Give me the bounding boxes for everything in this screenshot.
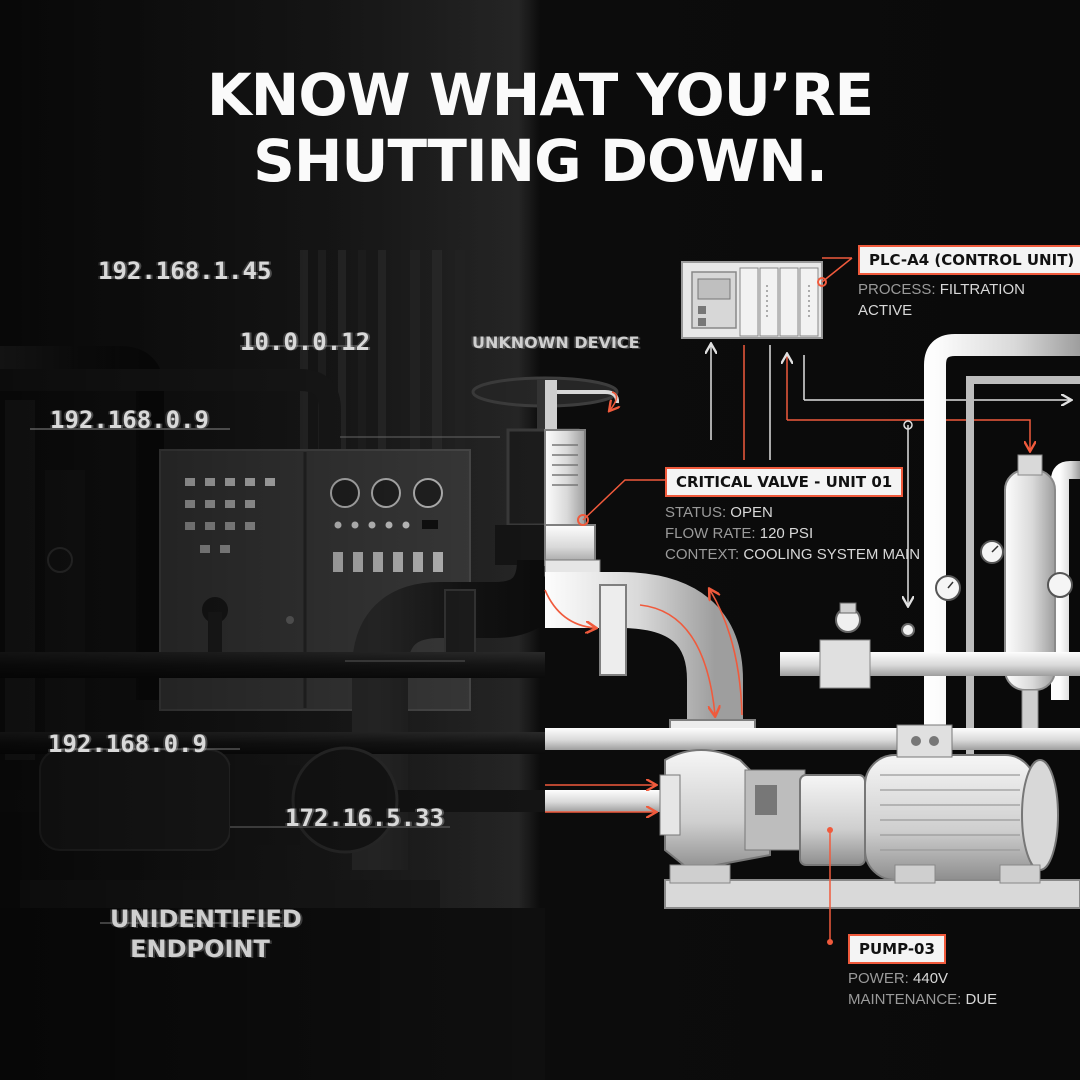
glitch-effect bbox=[30, 345, 500, 924]
valve-icon bbox=[544, 380, 620, 577]
context-key: CONTEXT: bbox=[665, 546, 740, 563]
valve-info: STATUS: OPEN FLOW RATE: 120 PSI CONTEXT:… bbox=[665, 502, 920, 565]
plc-tag: PLC-A4 (CONTROL UNIT) bbox=[858, 245, 1080, 275]
unidentified-line-1: UNIDENTIFIED bbox=[110, 905, 302, 933]
pump-icon bbox=[659, 724, 1080, 909]
maintenance-key: MAINTENANCE: bbox=[848, 991, 962, 1008]
headline: KNOW WHAT YOU’RE SHUTTING DOWN. bbox=[0, 62, 1080, 194]
unidentified-endpoint-label: UNIDENTIFIED ENDPOINT bbox=[110, 904, 302, 964]
light-machinery bbox=[544, 257, 1080, 945]
process-value: FILTRATION bbox=[939, 281, 1025, 298]
process-value-2: ACTIVE bbox=[858, 302, 913, 319]
status-key: STATUS: bbox=[665, 504, 727, 521]
ip-label: 192.168.0.9 bbox=[50, 406, 209, 434]
ip-label: 192.168.0.9 bbox=[48, 730, 207, 758]
pump-info: POWER: 440V MAINTENANCE: DUE bbox=[848, 968, 997, 1010]
headline-line-1: KNOW WHAT YOU’RE bbox=[206, 61, 874, 129]
unidentified-line-2: ENDPOINT bbox=[130, 935, 270, 963]
unknown-device-label: UNKNOWN DEVICE bbox=[472, 333, 640, 352]
process-key: PROCESS: bbox=[858, 281, 936, 298]
context-value: COOLING SYSTEM MAIN bbox=[743, 546, 921, 563]
maintenance-value: DUE bbox=[965, 991, 998, 1008]
dark-machinery bbox=[0, 0, 619, 1080]
ip-label: 192.168.1.45 bbox=[98, 257, 272, 285]
valve-tag: CRITICAL VALVE - UNIT 01 bbox=[665, 467, 904, 497]
pump-tag: PUMP-03 bbox=[848, 934, 946, 964]
flow-value: 120 PSI bbox=[759, 525, 814, 542]
plc-icon bbox=[681, 261, 823, 339]
gauge-icon bbox=[935, 540, 1073, 601]
plc-info: PROCESS: FILTRATION ACTIVE bbox=[858, 279, 1025, 321]
power-value: 440V bbox=[913, 970, 949, 987]
ip-label: 172.16.5.33 bbox=[285, 804, 444, 832]
flow-key: FLOW RATE: bbox=[665, 525, 756, 542]
power-key: POWER: bbox=[848, 970, 909, 987]
status-value: OPEN bbox=[730, 504, 773, 521]
headline-line-2: SHUTTING DOWN. bbox=[253, 127, 828, 195]
ip-label: 10.0.0.12 bbox=[240, 328, 371, 356]
